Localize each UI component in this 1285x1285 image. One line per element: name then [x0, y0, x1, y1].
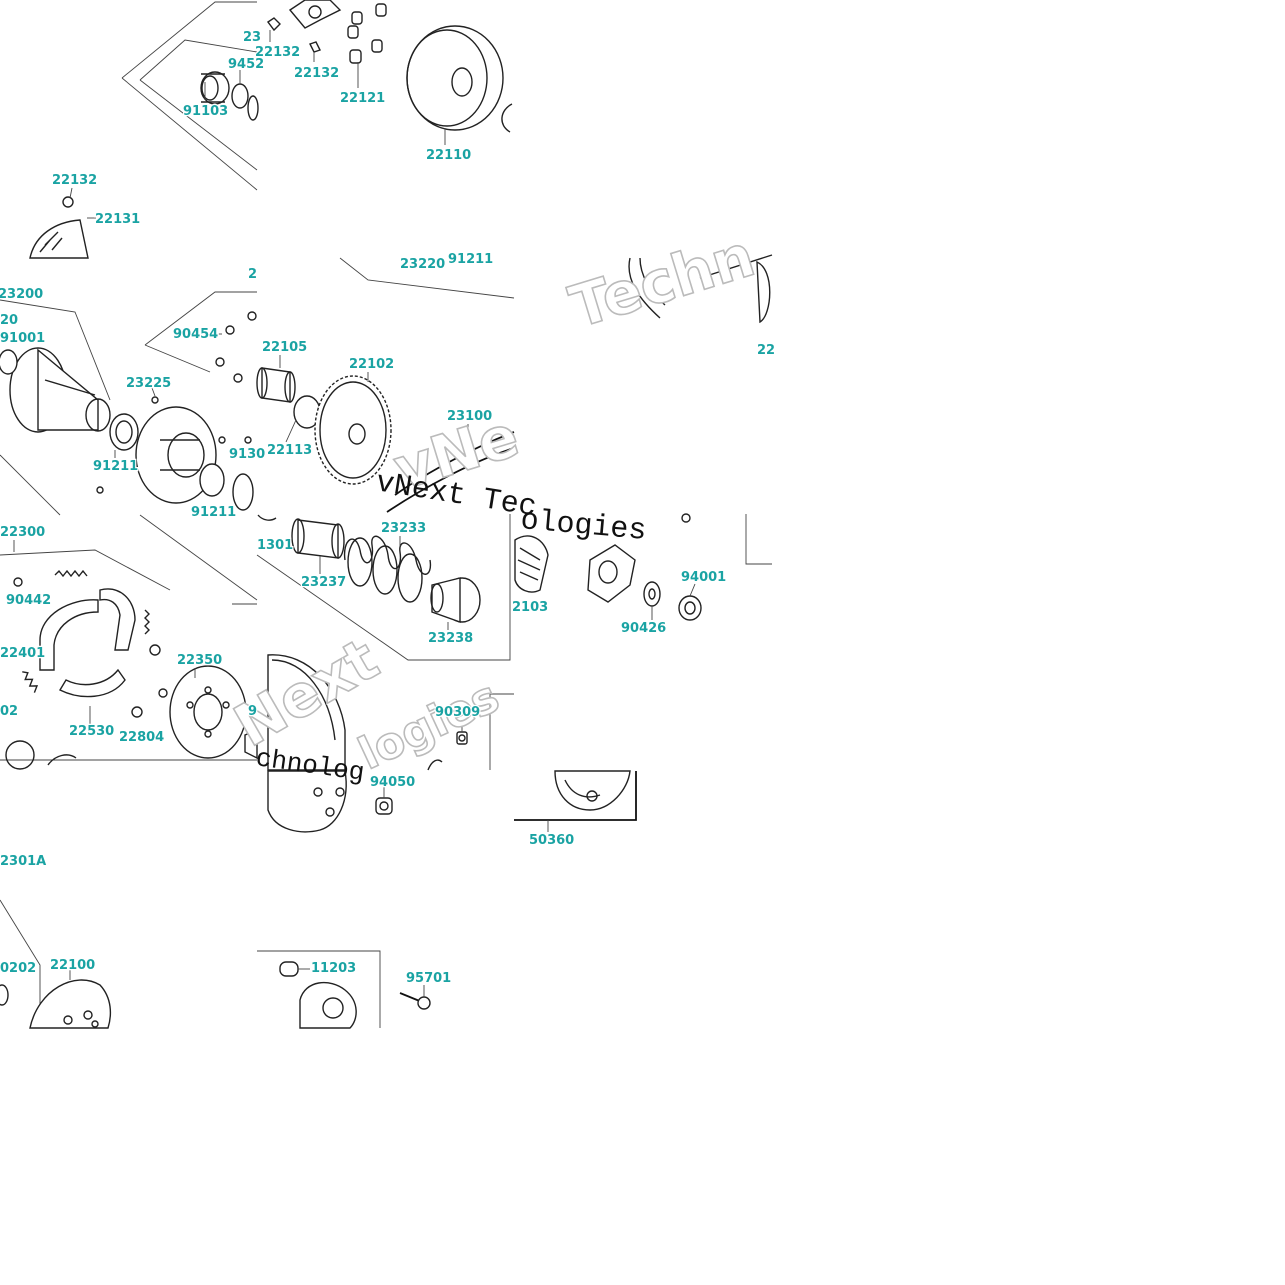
belt-23100 — [394, 431, 515, 496]
fan-22131 — [29, 196, 89, 259]
label-22401: 22401 — [0, 646, 45, 661]
washer-9452 — [231, 83, 249, 109]
nut-94001 — [678, 595, 702, 621]
oil-seal-91211-b — [199, 463, 225, 497]
watermarks: Techn vNe vNext Tec ologies Next logies … — [222, 221, 763, 789]
label-22132-c: 22132 — [52, 173, 97, 188]
tile-center — [256, 257, 515, 513]
part-labels: 23 22132 9452 91103 22132 22121 22110 22… — [0, 29, 776, 988]
label-22121: 22121 — [340, 91, 385, 106]
tile-middle-right — [628, 254, 773, 324]
label-91211-a: 91211 — [93, 459, 138, 474]
label-20: 20 — [0, 313, 18, 328]
bearing-91001 — [0, 349, 18, 375]
label-22100: 22100 — [50, 958, 95, 973]
label-23225: 23225 — [126, 376, 171, 391]
watermark-technology: Techn — [562, 221, 762, 341]
label-9130: 9130 — [229, 447, 265, 462]
spring-22401 — [22, 671, 39, 693]
pulley-22110 — [406, 25, 504, 131]
tile-lower-right — [514, 513, 772, 621]
label-22804: 22804 — [119, 730, 164, 745]
label-22cut: 22 — [757, 343, 775, 358]
label-22105: 22105 — [262, 340, 307, 355]
ring-gear-22102 — [314, 375, 392, 485]
o-ring-9130 — [232, 473, 254, 511]
label-22132-a: 22132 — [255, 45, 300, 60]
tile-top-left — [29, 1, 259, 259]
label-91103: 91103 — [183, 104, 228, 119]
clutch-housing-22100-bottom — [267, 770, 347, 833]
label-22102: 22102 — [349, 357, 394, 372]
label-90426: 90426 — [621, 621, 666, 636]
label-22530: 22530 — [69, 724, 114, 739]
label-91001: 91001 — [0, 331, 45, 346]
label-23233: 23233 — [381, 521, 426, 536]
bolt-95701 — [399, 992, 431, 1010]
hub-plate — [587, 544, 636, 603]
spring-23233 — [343, 535, 432, 575]
clutch-plate-22350 — [169, 665, 247, 759]
label-22300: 22300 — [0, 525, 45, 540]
label-90454: 90454 — [173, 327, 218, 342]
label-2301a: 2301A — [0, 854, 46, 869]
label-22132-b: 22132 — [294, 66, 339, 81]
tile-lower-center — [256, 514, 514, 771]
cover-plate — [299, 981, 357, 1029]
collar-11203 — [279, 961, 299, 977]
label-23238: 23238 — [428, 631, 473, 646]
label-91211-b: 91211 — [191, 505, 236, 520]
label-94001: 94001 — [681, 570, 726, 585]
label-94050: 94050 — [370, 775, 415, 790]
rollers-22121 — [347, 3, 387, 64]
label-22110: 22110 — [426, 148, 471, 163]
label-90442: 90442 — [6, 593, 51, 608]
cover-50360 — [554, 770, 631, 811]
label-1301: 1301 — [257, 538, 293, 553]
label-91211-top: 91211 — [448, 252, 493, 267]
drum-22100 — [29, 979, 112, 1029]
tile-bottom-center — [257, 770, 431, 1029]
tile-top-middle — [266, 0, 513, 145]
label-9452: 9452 — [228, 57, 264, 72]
label-23100: 23100 — [447, 409, 492, 424]
label-9-cut: 9 — [248, 704, 257, 719]
spring-seat-23238 — [430, 577, 481, 623]
bearing-91103 — [200, 71, 230, 105]
label-23220: 23220 — [400, 257, 445, 272]
label-95701: 95701 — [406, 971, 451, 986]
tile-bottom-right — [514, 770, 637, 832]
collar-23237 — [291, 518, 345, 559]
tile-bottom-left — [0, 899, 112, 1029]
clutch-housing-22100-top — [267, 654, 346, 771]
label-11203: 11203 — [311, 961, 356, 976]
label-23cut: 23 — [243, 30, 261, 45]
label-90309: 90309 — [435, 705, 480, 720]
tile-middle-left — [0, 291, 257, 516]
label-23237: 23237 — [301, 575, 346, 590]
pin-22804 — [131, 706, 143, 718]
tile-lower-left — [0, 514, 258, 770]
label-0202: 0202 — [0, 961, 36, 976]
label-22113: 22113 — [267, 443, 312, 458]
label-2cut: 2 — [248, 267, 257, 282]
clutch-shoes-22530 — [39, 588, 136, 698]
oil-seal-91211-a — [109, 413, 139, 451]
label-02: 02 — [0, 704, 18, 719]
washer-90426 — [643, 581, 661, 607]
drive-face-23200 — [9, 347, 111, 433]
label-2103: 2103 — [512, 600, 548, 615]
label-50360: 50360 — [529, 833, 574, 848]
label-22131: 22131 — [95, 212, 140, 227]
nut-94050 — [375, 797, 393, 815]
fan-2103 — [514, 535, 549, 593]
driven-pulley — [135, 406, 217, 504]
collar-22105 — [256, 367, 296, 403]
label-22350: 22350 — [177, 653, 222, 668]
ramp-plate — [288, 0, 342, 29]
label-23200: 23200 — [0, 287, 43, 302]
